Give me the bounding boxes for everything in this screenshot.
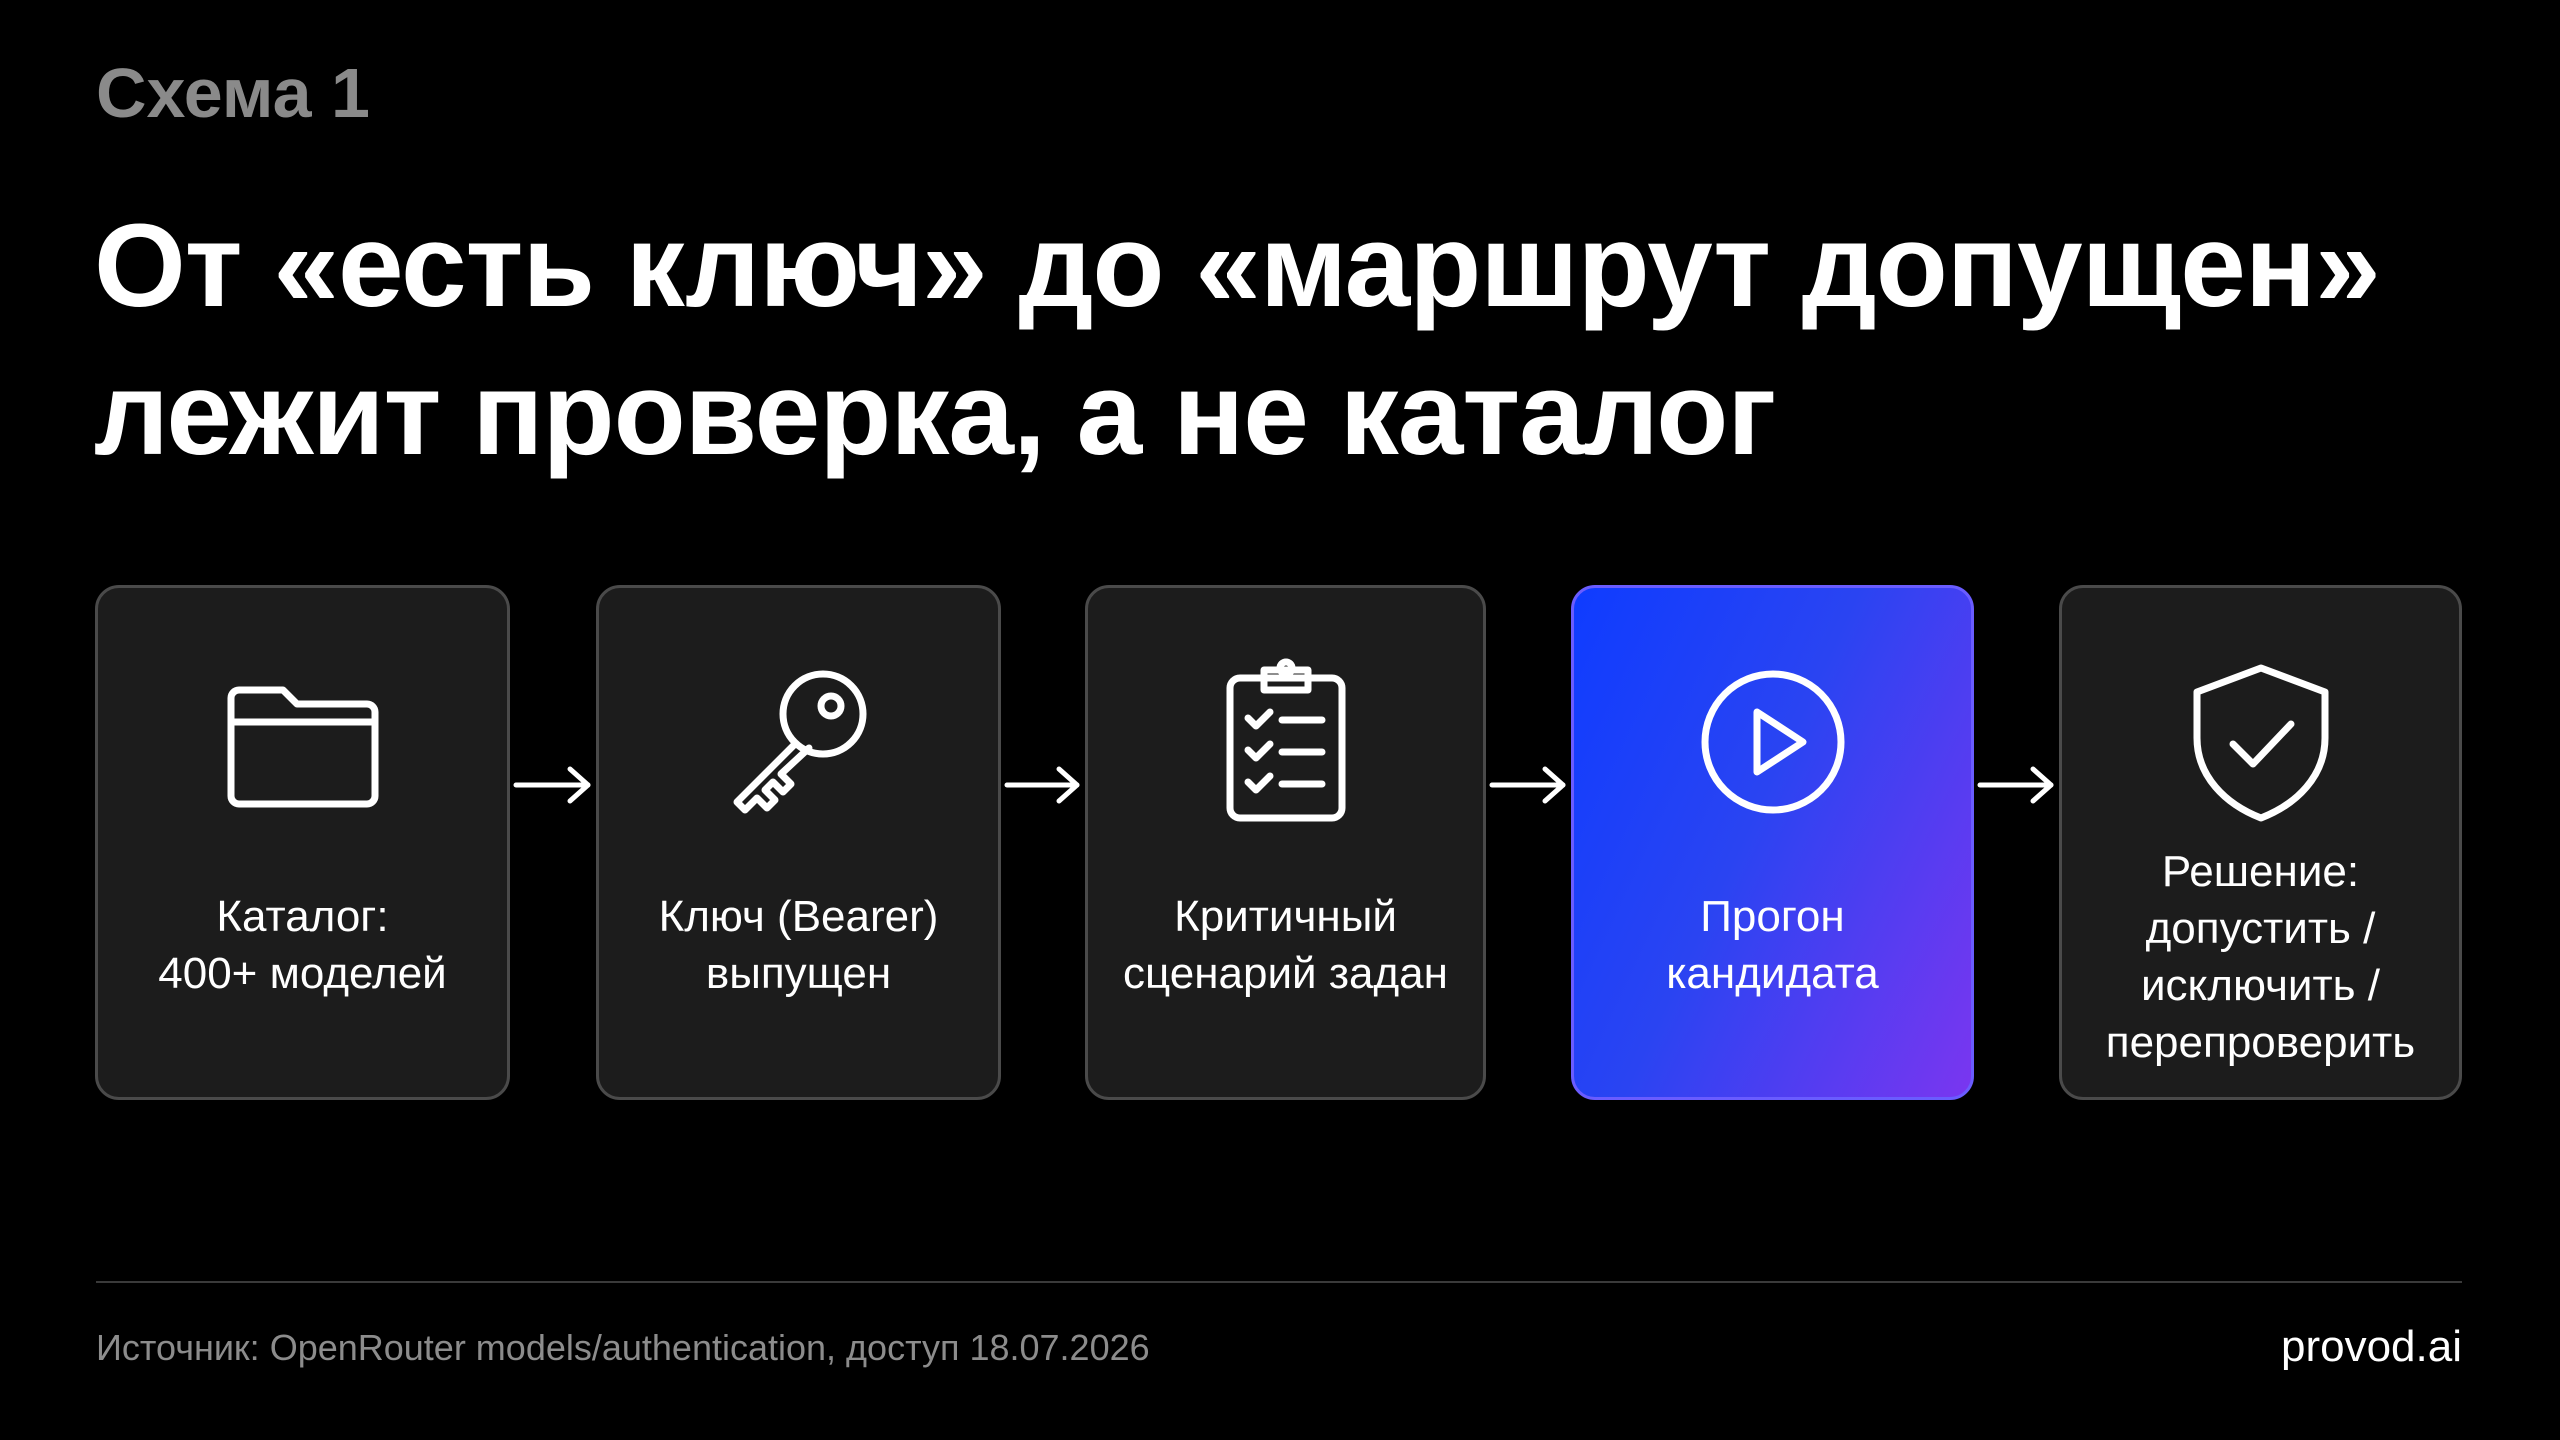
title-line-2: лежит проверка, а не каталог (94, 348, 1776, 480)
clipboard-checklist-icon (1202, 658, 1370, 826)
step-key-label: Ключ (Bearer) выпущен (609, 888, 988, 1002)
play-circle-icon (1689, 658, 1857, 826)
step-key-line-2: выпущен (705, 949, 892, 998)
step-decision-line-3: исключить / (2140, 961, 2381, 1010)
step-decision: Решение: допустить / исключить / перепро… (2059, 585, 2462, 1100)
step-catalog: Каталог: 400+ моделей (95, 585, 510, 1100)
step-scenario-label: Критичный сценарий задан (1098, 888, 1473, 1002)
step-scenario-line-1: Критичный (1174, 892, 1397, 941)
step-decision-line-2: допустить / (2145, 904, 2376, 953)
step-scenario: Критичный сценарий задан (1085, 585, 1486, 1100)
step-candidate-run-line-1: Прогон (1700, 892, 1845, 941)
step-candidate-run: Прогон кандидата (1571, 585, 1974, 1100)
step-catalog-line-1: Каталог: (216, 892, 389, 941)
arrow-1 (510, 755, 596, 815)
footer-divider (96, 1281, 2462, 1283)
step-key: Ключ (Bearer) выпущен (596, 585, 1001, 1100)
step-candidate-run-line-2: кандидата (1666, 949, 1879, 998)
folder-icon (219, 658, 387, 826)
page-title: От «есть ключ» до «маршрут допущен» лежи… (94, 192, 2494, 488)
step-catalog-label: Каталог: 400+ моделей (108, 888, 497, 1002)
key-icon (715, 658, 883, 826)
step-decision-label: Решение: допустить / исключить / перепро… (2072, 843, 2449, 1071)
arrow-3 (1486, 755, 1571, 815)
step-scenario-line-2: сценарий задан (1123, 949, 1448, 998)
step-candidate-run-label: Прогон кандидата (1584, 888, 1961, 1002)
step-key-line-1: Ключ (Bearer) (658, 892, 939, 941)
step-decision-line-1: Решение: (2161, 847, 2360, 896)
step-catalog-line-2: 400+ моделей (158, 949, 447, 998)
title-line-1: От «есть ключ» до «маршрут допущен» (94, 200, 2381, 332)
arrow-2 (1001, 755, 1085, 815)
step-decision-line-4: перепроверить (2105, 1018, 2416, 1067)
arrow-4 (1974, 755, 2059, 815)
shield-check-icon (2177, 658, 2345, 826)
source-note: Источник: OpenRouter models/authenticati… (96, 1327, 1150, 1368)
brand-name: provod.ai (2280, 1322, 2462, 1371)
eyebrow-label: Схема 1 (96, 54, 370, 132)
